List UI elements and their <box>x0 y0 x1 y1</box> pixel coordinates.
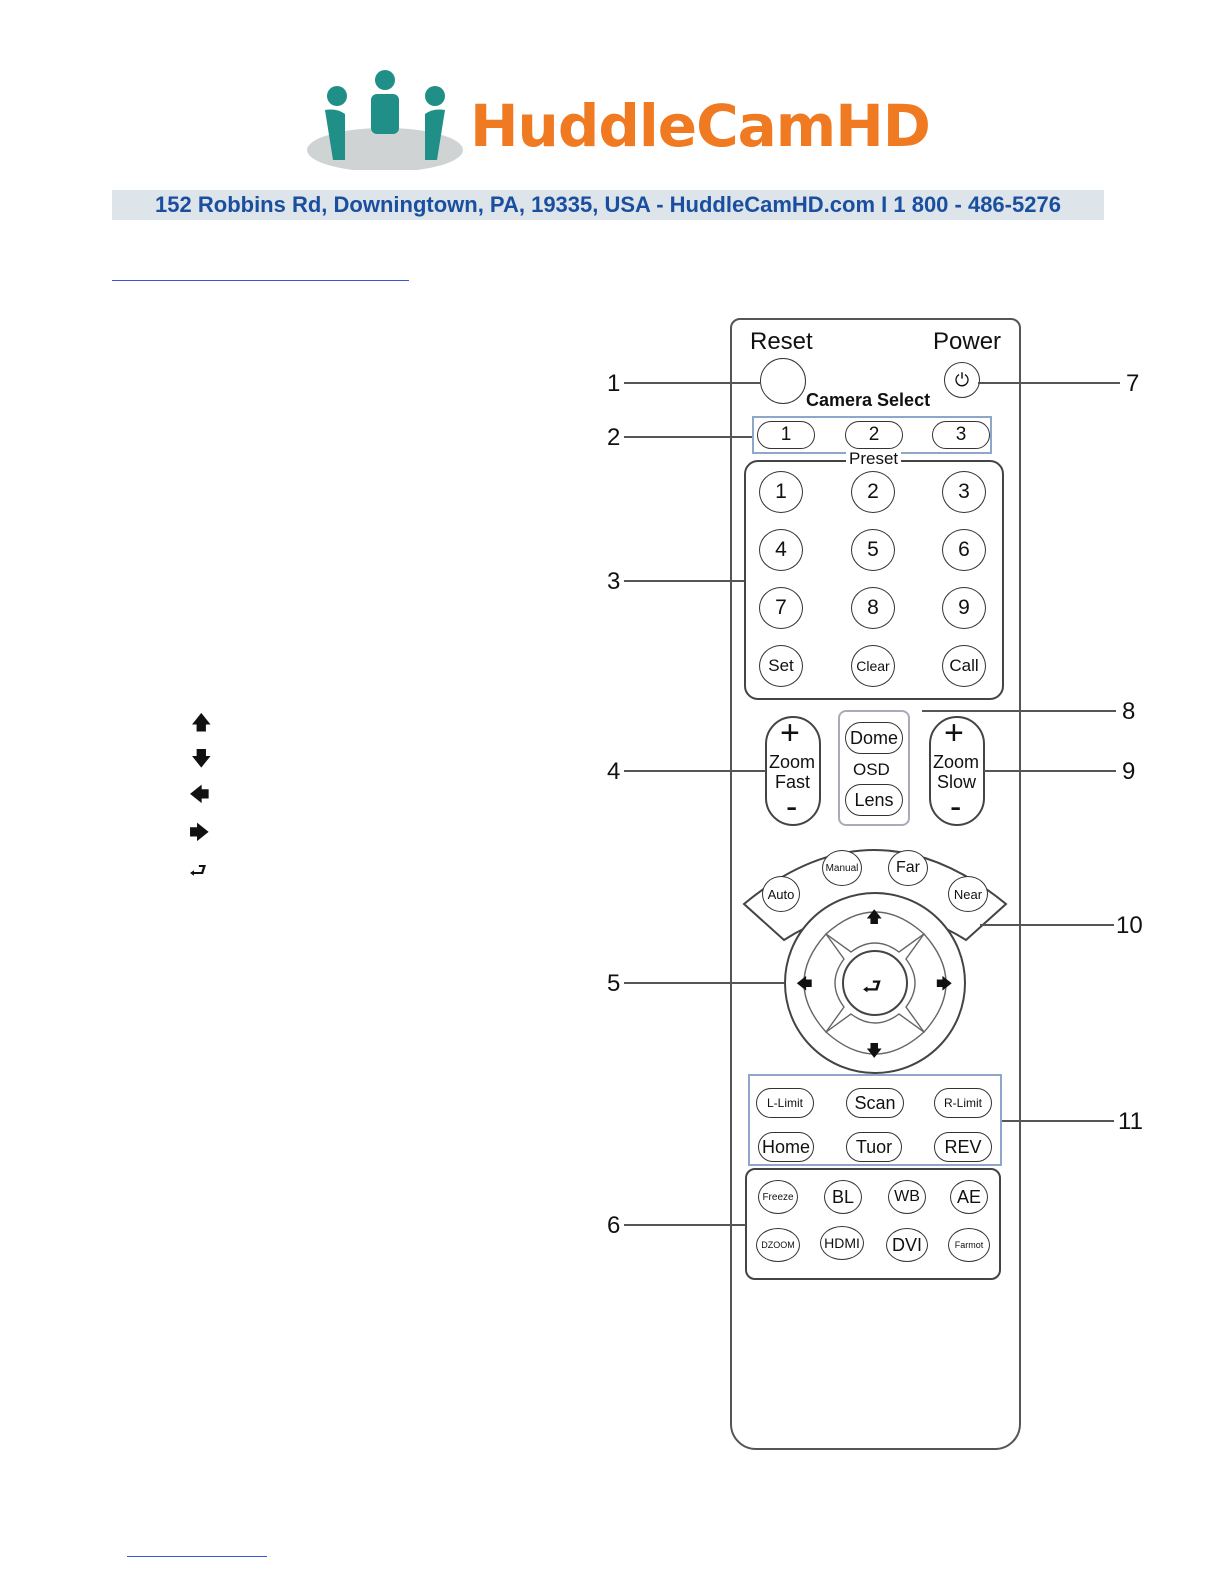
tuor-button[interactable]: Tuor <box>846 1132 902 1162</box>
preset-button-8[interactable]: 8 <box>851 587 895 629</box>
preset-label: Preset <box>846 449 902 469</box>
camera-select-label: Camera Select <box>806 390 931 410</box>
l-limit-button[interactable]: L-Limit <box>756 1088 814 1118</box>
arrow-down-icon: 🡇 <box>191 748 212 770</box>
preset-button-5[interactable]: 5 <box>851 529 895 571</box>
arrow-up-icon: 🡅 <box>191 712 212 734</box>
callout-3: 3 <box>607 568 621 595</box>
callout-line-11 <box>1002 1120 1114 1122</box>
callout-line-5 <box>624 982 784 984</box>
footer-underline <box>127 1556 267 1557</box>
logo-people-icon <box>307 70 463 170</box>
dpad-right-button[interactable]: 🡆 <box>936 976 953 993</box>
r-limit-button[interactable]: R-Limit <box>934 1088 992 1118</box>
focus-auto-button[interactable]: Auto <box>762 876 800 912</box>
callout-line-3 <box>624 580 744 582</box>
enter-icon: ⮐ <box>189 860 207 882</box>
preset-button-2[interactable]: 2 <box>851 471 895 513</box>
callout-8: 8 <box>1122 698 1136 725</box>
zoom-slow-minus[interactable]: - <box>950 788 962 826</box>
preset-set-button[interactable]: Set <box>759 645 803 687</box>
callout-line-2 <box>624 436 752 438</box>
dpad-down-button[interactable]: 🡇 <box>866 1043 883 1060</box>
dvi-button[interactable]: DVI <box>886 1228 928 1262</box>
home-button[interactable]: Home <box>758 1132 814 1162</box>
preset-button-6[interactable]: 6 <box>942 529 986 571</box>
zoom-slow-plus[interactable]: + <box>944 714 964 752</box>
osd-label: OSD <box>853 760 890 779</box>
callout-6: 6 <box>607 1212 621 1239</box>
callout-7: 7 <box>1126 370 1140 397</box>
scan-button[interactable]: Scan <box>846 1088 904 1118</box>
zoom-fast-minus[interactable]: - <box>786 788 798 826</box>
direction-pad <box>784 892 966 1074</box>
arrow-left-icon: 🡄 <box>189 784 210 806</box>
zoom-slow-label-1: Zoom <box>933 752 980 772</box>
address-banner: 152 Robbins Rd, Downingtown, PA, 19335, … <box>112 190 1104 220</box>
zoom-slow-label-2: Slow <box>937 772 977 792</box>
preset-button-3[interactable]: 3 <box>942 471 986 513</box>
rev-button[interactable]: REV <box>934 1132 992 1162</box>
heading-underline <box>112 280 409 281</box>
callout-1: 1 <box>607 370 621 397</box>
preset-call-button[interactable]: Call <box>942 645 986 687</box>
preset-clear-button[interactable]: Clear <box>851 645 895 687</box>
callout-10: 10 <box>1116 912 1143 939</box>
function-group <box>748 1074 1002 1166</box>
reset-button[interactable] <box>760 358 806 404</box>
focus-manual-button[interactable]: Manual <box>822 850 862 886</box>
callout-line-6 <box>624 1224 746 1226</box>
settings-group <box>745 1168 1001 1280</box>
osd-lens-button[interactable]: Lens <box>845 784 903 816</box>
callout-5: 5 <box>607 970 621 997</box>
zoom-fast-plus[interactable]: + <box>780 714 800 752</box>
callout-4: 4 <box>607 758 621 785</box>
dpad-up-button[interactable]: 🡅 <box>866 909 883 926</box>
freeze-button[interactable]: Freeze <box>758 1180 798 1214</box>
preset-button-1[interactable]: 1 <box>759 471 803 513</box>
camera-select-button-1[interactable]: 1 <box>757 421 815 449</box>
osd-dome-button[interactable]: Dome <box>845 722 903 754</box>
ae-button[interactable]: AE <box>950 1180 988 1214</box>
callout-line-9 <box>984 770 1116 772</box>
bl-button[interactable]: BL <box>824 1180 862 1214</box>
osd-group <box>838 710 910 826</box>
reset-label: Reset <box>750 328 813 355</box>
wb-button[interactable]: WB <box>888 1180 926 1214</box>
preset-button-7[interactable]: 7 <box>759 587 803 629</box>
farmot-button[interactable]: Farmot <box>948 1228 990 1262</box>
callout-line-4 <box>624 770 766 772</box>
callout-line-8 <box>922 710 1116 712</box>
focus-far-button[interactable]: Far <box>888 850 928 886</box>
dpad-enter-button[interactable]: ⮐ <box>862 974 882 999</box>
preset-button-9[interactable]: 9 <box>942 587 986 629</box>
preset-button-4[interactable]: 4 <box>759 529 803 571</box>
dpad-left-button[interactable]: 🡄 <box>796 976 813 993</box>
camera-select-button-3[interactable]: 3 <box>932 421 990 449</box>
camera-select-button-2[interactable]: 2 <box>845 421 903 449</box>
callout-line-7 <box>978 382 1120 384</box>
zoom-fast-label-2: Fast <box>775 772 811 792</box>
dzoom-button[interactable]: DZOOM <box>756 1228 800 1262</box>
zoom-fast-label-1: Zoom <box>769 752 816 772</box>
callout-line-10 <box>980 924 1114 926</box>
callout-11: 11 <box>1118 1108 1143 1135</box>
callout-9: 9 <box>1122 758 1136 785</box>
arrow-right-icon: 🡆 <box>189 822 210 844</box>
power-label: Power <box>933 328 1002 355</box>
hdmi-button[interactable]: HDMI <box>820 1226 864 1260</box>
power-button[interactable]: ⏻ <box>944 362 980 398</box>
zoom-fast-rocker[interactable] <box>765 716 821 826</box>
callout-line-1 <box>624 382 760 384</box>
focus-near-button[interactable]: Near <box>948 876 988 912</box>
brand-name: HuddleCamHD <box>470 92 931 160</box>
callout-2: 2 <box>607 424 621 451</box>
